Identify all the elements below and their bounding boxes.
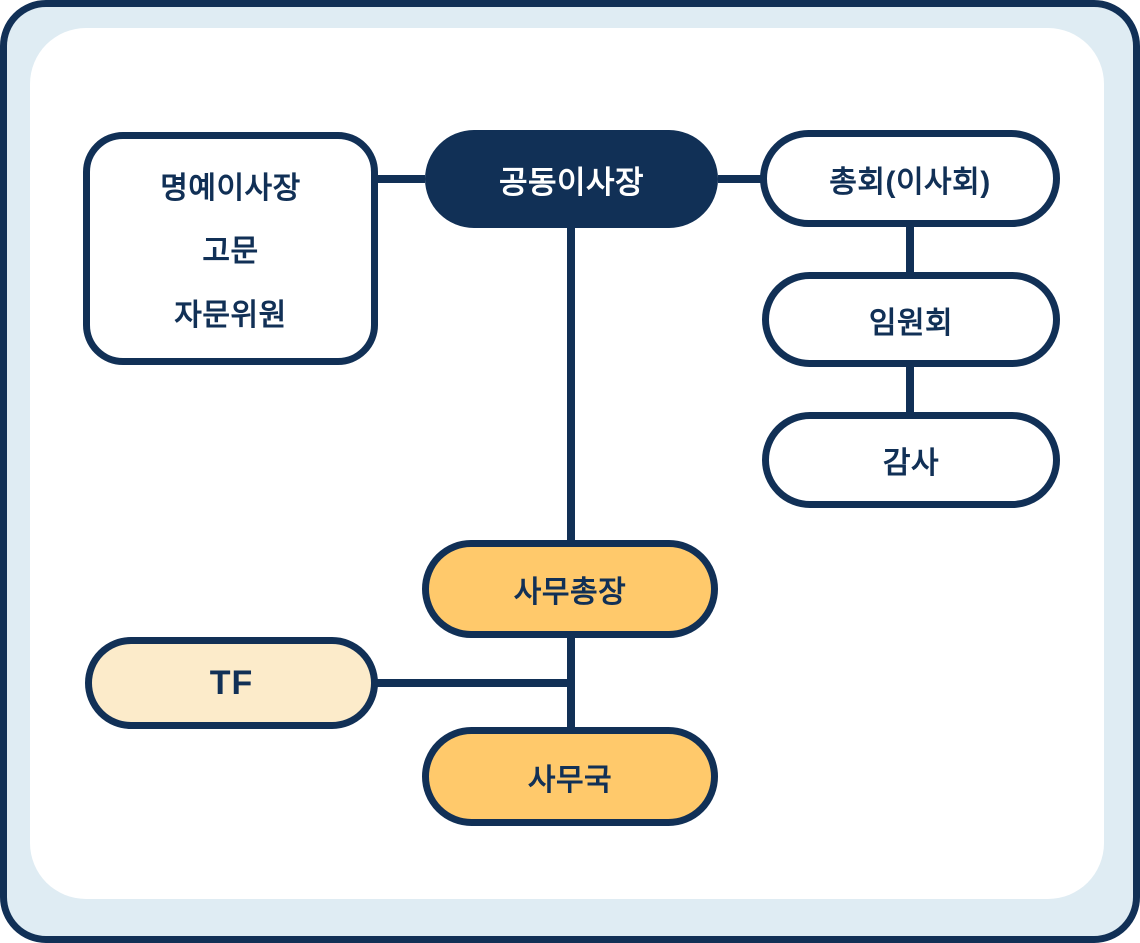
- node-secretariat: 사무국: [422, 727, 718, 826]
- connector-executive-audit: [906, 365, 914, 414]
- node-task-force: TF: [85, 637, 378, 729]
- node-secretary-general: 사무총장: [422, 540, 718, 638]
- connector-cochair-secgen: [567, 226, 575, 542]
- connector-secgen-secretariat: [567, 636, 575, 729]
- node-general-assembly: 총회(이사회): [760, 130, 1060, 227]
- task-force-label: TF: [209, 663, 254, 702]
- secretary-general-label: 사무총장: [513, 576, 627, 609]
- node-honorary-advisors: 명예이사장 고문 자문위원: [83, 132, 378, 365]
- audit-label: 감사: [882, 447, 940, 480]
- executive-board-label: 임원회: [868, 306, 954, 340]
- advisory-committee-label: 자문위원: [174, 299, 287, 333]
- connector-honorary-cochair: [376, 175, 425, 183]
- secretariat-label: 사무국: [527, 763, 613, 797]
- advisor-label: 고문: [202, 235, 259, 269]
- node-audit: 감사: [762, 412, 1060, 508]
- node-co-chairman: 공동이사장: [425, 130, 718, 228]
- general-assembly-label: 총회(이사회): [829, 165, 991, 199]
- connector-assembly-executive: [906, 225, 914, 274]
- connector-cochair-assembly: [718, 175, 762, 183]
- co-chairman-label: 공동이사장: [498, 164, 645, 200]
- connector-tf-branch: [376, 679, 571, 687]
- honorary-chairman-label: 명예이사장: [160, 171, 301, 205]
- node-executive-board: 임원회: [762, 272, 1060, 367]
